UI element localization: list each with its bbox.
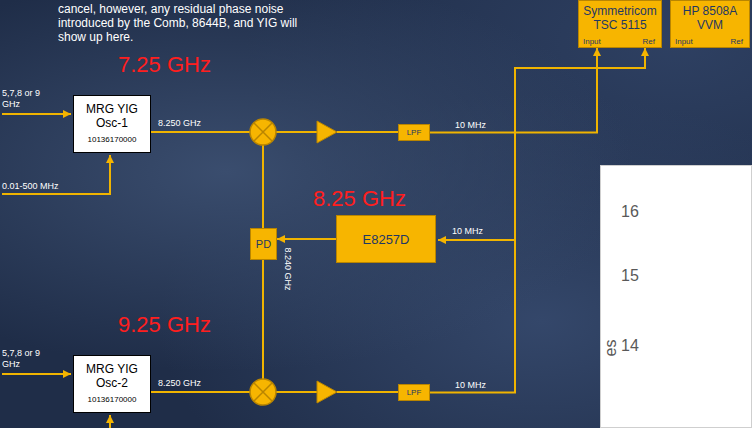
- mixer-symbol: [250, 119, 276, 145]
- port-label: Input: [675, 38, 693, 46]
- axis-tick: 14: [621, 338, 639, 354]
- instrument-name: Symmetricom TSC 5115: [581, 5, 659, 33]
- mixer-cross: [254, 123, 272, 141]
- port-label: Input: [583, 38, 601, 46]
- signal-label: 0.01-500 MHz: [2, 181, 59, 192]
- axis-tick: 15: [621, 268, 639, 284]
- port-label: Ref: [731, 38, 743, 46]
- divider-box: PD: [250, 228, 277, 260]
- signal-label: 10 MHz: [455, 120, 486, 131]
- filter-box: LPF: [398, 124, 430, 141]
- filter-name: LPF: [407, 129, 422, 137]
- divider-name: PD: [256, 239, 271, 250]
- oscillator-box: MRG YIG Osc-1 10136170000: [73, 95, 151, 153]
- signal-label: 10 MHz: [455, 380, 486, 391]
- instrument-name: HP 8508A VVM: [673, 5, 747, 33]
- part-number: 10136170000: [77, 395, 147, 405]
- mixer-cross: [254, 383, 272, 401]
- tune-wire: [2, 155, 110, 194]
- lo-wire: [262, 145, 264, 228]
- instrument-box: Symmetricom TSC 5115Input Ref: [578, 0, 662, 48]
- if-wire: [337, 131, 398, 133]
- axis-title: es: [603, 338, 619, 358]
- amplifier-symbol: [317, 381, 337, 403]
- amplifier-symbol: [317, 121, 337, 143]
- tune-wire: [109, 415, 111, 428]
- oscillator-name: MRG YIG Osc-1: [77, 102, 147, 131]
- filter-name: LPF: [407, 389, 422, 397]
- chart-panel: 16 15 14es: [600, 165, 752, 428]
- if-wire: [276, 391, 317, 393]
- generator-name: E8257D: [363, 233, 410, 246]
- signal-connector: [430, 48, 597, 133]
- signal-label: 8.250 GHz: [158, 118, 201, 129]
- note-text: cancel, however, any residual phase nois…: [58, 2, 320, 44]
- frequency-label: 8.25 GHz: [313, 188, 406, 210]
- input-wire: [2, 373, 71, 375]
- signal-connector: [277, 238, 336, 240]
- signal-label: 5,7,8 or 9 GHz: [2, 88, 44, 110]
- if-wire: [337, 391, 398, 393]
- signal-label: 8.240 GHz: [282, 244, 294, 294]
- oscillator-box: MRG YIG Osc-2 10136170000: [73, 355, 151, 413]
- filter-box: LPF: [398, 384, 430, 401]
- signal-label: 8.250 GHz: [158, 378, 201, 389]
- lo-wire: [262, 260, 264, 379]
- instrument-box: HP 8508A VVM Input Ref: [670, 0, 750, 48]
- axis-tick: 16: [621, 204, 639, 220]
- input-wire: [2, 113, 71, 115]
- mixer-symbol: [250, 379, 276, 405]
- rf-wire: [151, 131, 250, 133]
- signal-label: 5,7,8 or 9 GHz: [2, 348, 44, 370]
- frequency-label: 9.25 GHz: [118, 314, 211, 336]
- rf-wire: [151, 391, 250, 393]
- signal-label: 10 MHz: [452, 226, 483, 237]
- part-number: 10136170000: [77, 135, 147, 145]
- frequency-label: 7.25 GHz: [118, 54, 211, 76]
- oscillator-name: MRG YIG Osc-2: [77, 362, 147, 391]
- if-wire: [276, 131, 317, 133]
- ref-wire: [438, 239, 515, 241]
- port-label: Ref: [643, 38, 655, 46]
- generator-box: E8257D: [336, 215, 436, 263]
